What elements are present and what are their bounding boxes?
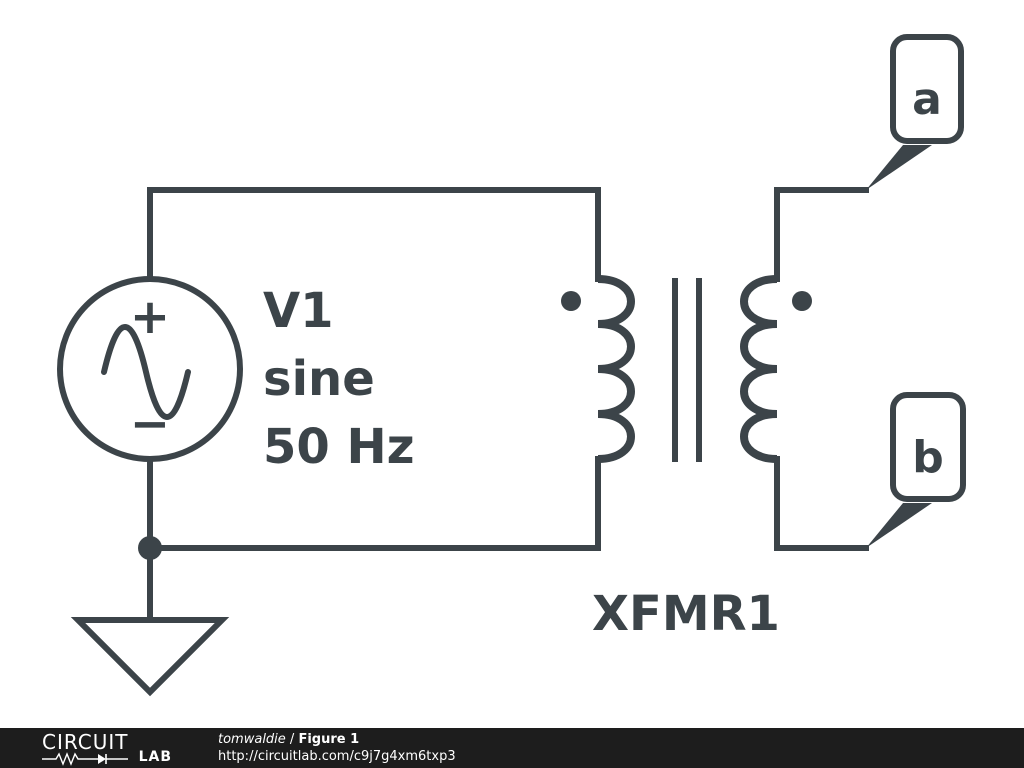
minus-sign: −	[130, 396, 170, 452]
primary-coil	[597, 275, 635, 463]
net-label-b-pointer	[866, 503, 932, 548]
title-separator: /	[285, 732, 299, 747]
logo-circuit-text: CIRCUIT	[42, 730, 129, 754]
net-label-a-pointer	[866, 145, 932, 190]
net-label-b-text: b	[912, 432, 944, 483]
primary-polarity-dot	[561, 291, 581, 311]
net-label-b-box	[890, 392, 966, 502]
junction-dot	[138, 536, 162, 560]
sine-wave-icon	[101, 324, 191, 420]
wire-top-primary	[147, 187, 601, 282]
transformer-xfmr1[interactable]	[561, 275, 812, 463]
figure-url-link[interactable]: http://circuitlab.com/c9j7g4xm6txp3	[218, 749, 456, 764]
plus-sign: +	[130, 289, 170, 345]
author-name[interactable]: tomwaldie	[218, 732, 286, 747]
source-name-label: V1	[263, 283, 334, 339]
secondary-coil	[740, 275, 778, 463]
logo-lab-text: LAB	[138, 749, 172, 765]
figure-title: Figure 1	[298, 732, 360, 747]
wire-bottom-secondary	[774, 456, 869, 551]
secondary-polarity-dot	[792, 291, 812, 311]
resistor-diode-icon	[42, 752, 128, 766]
source-frequency-label: 50 Hz	[263, 419, 415, 475]
circuitlab-logo[interactable]: CIRCUIT LAB	[42, 730, 176, 766]
voltage-source-v1[interactable]: + −	[57, 276, 243, 462]
source-circle	[57, 276, 243, 462]
net-label-a-text: a	[912, 74, 942, 125]
net-label-a[interactable]: a	[866, 34, 964, 190]
net-label-a-box	[890, 34, 964, 144]
source-type-label: sine	[263, 351, 375, 407]
wire-bottom-primary	[147, 456, 601, 551]
transformer-name-label: XFMR1	[592, 586, 780, 642]
wire-top-secondary	[774, 187, 869, 282]
figure-title-line: tomwaldie / Figure 1	[218, 731, 456, 748]
figure-meta: tomwaldie / Figure 1 http://circuitlab.c…	[218, 731, 456, 765]
footer-bar: CIRCUIT LAB tomwaldie / Figure 1 http://…	[0, 728, 1024, 768]
net-label-b[interactable]: b	[866, 392, 966, 548]
schematic-canvas: + − V1 sine 50 Hz XFMR1 a b	[57, 34, 966, 697]
ground-symbol	[70, 617, 230, 697]
